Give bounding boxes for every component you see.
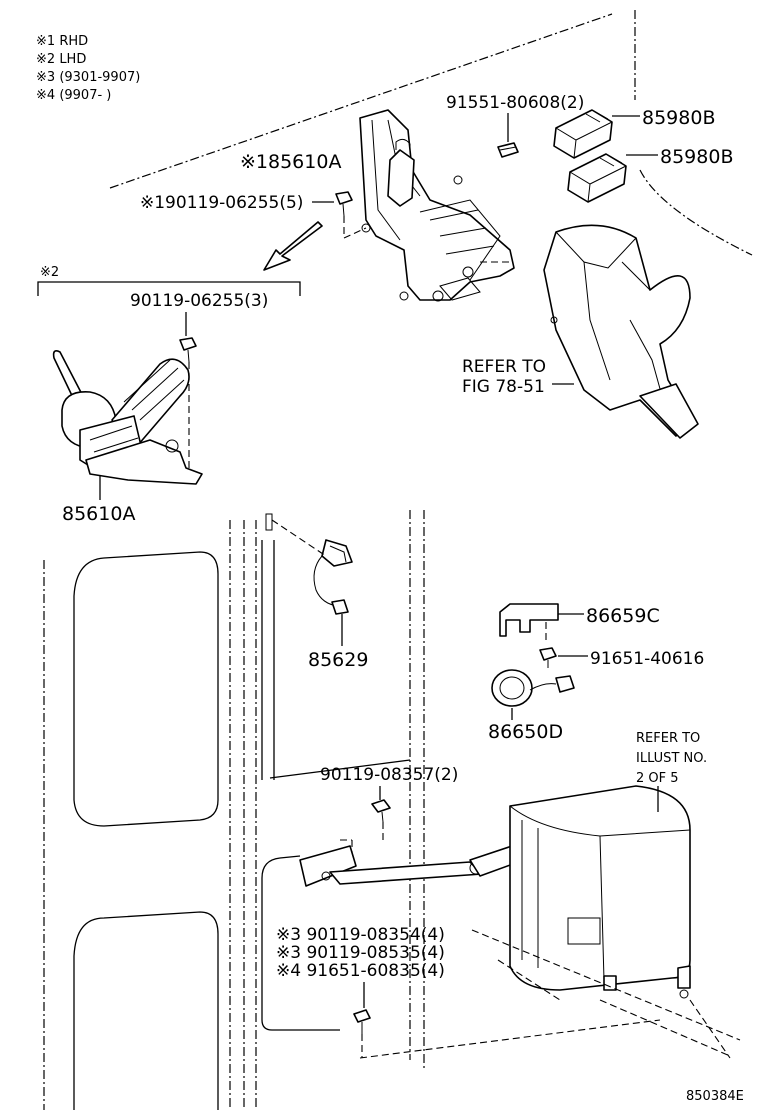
harness-85629: 85629 bbox=[265, 513, 368, 671]
horn-label: 86650D bbox=[488, 721, 563, 743]
mount-bolt-icon bbox=[353, 1009, 371, 1034]
relay-upper-label: 85980B bbox=[642, 107, 715, 129]
note-4: ※4 (9907- ) bbox=[36, 88, 111, 103]
note-1: ※1 RHD bbox=[36, 34, 88, 49]
cover-pedal-assembly: REFER TO FIG 78-51 bbox=[462, 224, 699, 439]
bolt-lhd-label: 90119-06255(3) bbox=[130, 291, 268, 311]
relay-lower-label: 85980B bbox=[660, 146, 733, 168]
refer-illust-line2: ILLUST NO. bbox=[636, 751, 707, 766]
controller-box: REFER TO ILLUST NO. 2 OF 5 bbox=[359, 731, 741, 1059]
note-2: ※2 LHD bbox=[36, 52, 86, 67]
bolt-08354-label: ※3 90119-08354(4) bbox=[276, 925, 445, 945]
body-outline-top bbox=[109, 10, 753, 256]
motor-lhd-label: 85610A bbox=[62, 503, 135, 525]
screw-91651-label: 91651-40616 bbox=[590, 649, 704, 669]
bolt-60835-label: ※4 91651-60835(4) bbox=[276, 961, 445, 981]
bolt-08357-label: 90119-08357(2) bbox=[320, 765, 458, 785]
body-outline-lower bbox=[43, 510, 425, 1110]
lhd-section: ※2 90119-06255(3) bbox=[37, 265, 301, 470]
bolt-rhd-label: ※190119-06255(5) bbox=[140, 193, 303, 213]
harness-label: 85629 bbox=[308, 649, 368, 671]
bolt-08357-icon bbox=[371, 799, 391, 823]
motor-rhd-assembly: ※185610A bbox=[240, 109, 515, 302]
note-3: ※3 (9301-9907) bbox=[36, 70, 140, 85]
motor-lhd-assembly: 85610A bbox=[52, 350, 203, 525]
bolt-91551-icon bbox=[497, 142, 519, 158]
refer-illust-line3: 2 OF 5 bbox=[636, 771, 679, 786]
mount-bolts-group: ※3 90119-08354(4) ※3 90119-08535(4) ※4 9… bbox=[276, 925, 445, 1058]
bracket-86659c: 86659C bbox=[499, 603, 660, 644]
lhd-section-mark: ※2 bbox=[40, 265, 59, 280]
screw-91651-icon bbox=[539, 647, 557, 668]
refer-fig-line2: FIG 78-51 bbox=[462, 377, 545, 397]
relay-upper: 85980B bbox=[553, 107, 715, 159]
relay-lower: 85980B bbox=[567, 146, 733, 203]
screw-91651-group: 91651-40616 bbox=[539, 647, 704, 669]
bolt-91551-label: 91551-80608(2) bbox=[446, 93, 584, 113]
bolt-rhd-icon bbox=[335, 191, 353, 217]
direction-arrow-icon bbox=[263, 221, 323, 271]
bolt-rhd-group: ※190119-06255(5) bbox=[140, 191, 367, 239]
refer-fig-line1: REFER TO bbox=[462, 357, 546, 377]
bracket-label: 86659C bbox=[586, 605, 660, 627]
refer-illust-line1: REFER TO bbox=[636, 731, 700, 746]
bolt-08357-group: 90119-08357(2) bbox=[320, 765, 458, 860]
bolt-08535-label: ※3 90119-08535(4) bbox=[276, 943, 445, 963]
notes-legend: ※1 RHD ※2 LHD ※3 (9301-9907) ※4 (9907- ) bbox=[36, 34, 140, 103]
horn-86650d: 86650D bbox=[488, 669, 575, 743]
figure-id: 850384E bbox=[686, 1089, 744, 1104]
bolt-lhd-icon bbox=[179, 337, 197, 363]
bolt-91551-group: 91551-80608(2) bbox=[446, 93, 584, 158]
motor-rhd-label: ※185610A bbox=[240, 151, 341, 173]
